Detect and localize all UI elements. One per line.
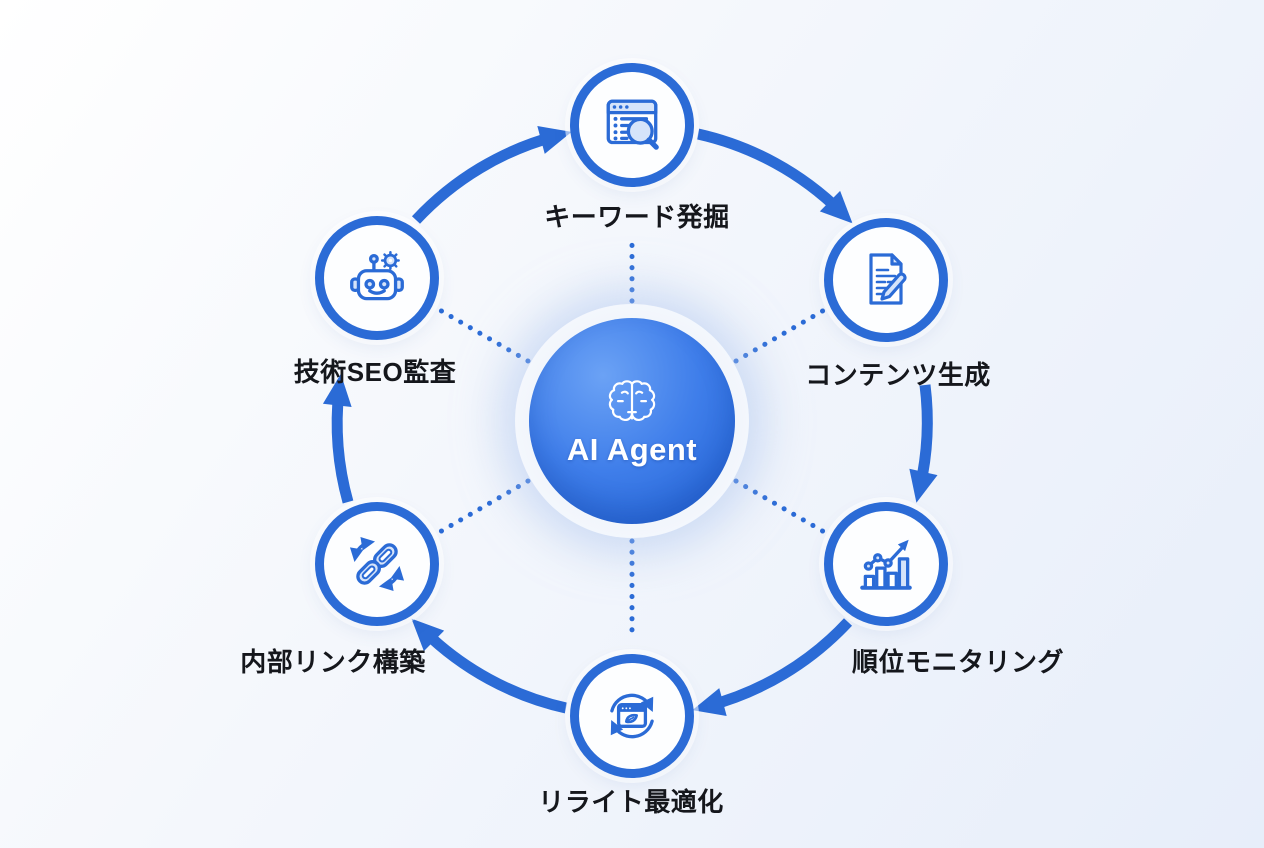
node-rewrite-optimization	[570, 654, 694, 778]
robot-icon	[350, 250, 404, 301]
hub-connector-top-right	[733, 306, 829, 364]
hub-connector-bottom-left	[435, 478, 531, 536]
hub-connector-bottom-right	[733, 478, 829, 536]
arrow-rewrite-to-links	[411, 618, 568, 714]
brain-icon	[608, 379, 656, 421]
step-label-keyword-discovery: キーワード発掘	[544, 202, 730, 232]
hub-label: AI Agent	[566, 431, 698, 467]
step-label-rank-monitoring: 順位モニタリング	[851, 647, 1065, 677]
arrow-links-to-audit	[322, 373, 354, 504]
step-label-internal-link-building: 内部リンク構築	[240, 647, 426, 677]
cycle-arrows	[322, 126, 938, 716]
node-keyword-discovery	[570, 63, 694, 187]
node-content-generation	[824, 218, 948, 342]
step-label-content-generation: コンテンツ生成	[805, 360, 991, 390]
node-technical-seo-audit	[315, 216, 439, 340]
document-pencil-icon	[869, 253, 907, 305]
chain-link-icon	[349, 536, 405, 592]
arrow-keyword-to-content	[696, 128, 853, 224]
step-label-technical-seo-audit: 技術SEO監査	[293, 357, 457, 387]
chart-growth-icon	[860, 539, 912, 590]
step-label-rewrite-optimization: リライト最適化	[538, 787, 724, 817]
arrow-content-to-rank	[909, 384, 938, 503]
browser-search-icon	[606, 99, 659, 150]
arrow-rank-to-rewrite	[692, 618, 853, 716]
arrow-audit-to-keyword	[411, 126, 572, 224]
node-internal-link-building	[315, 502, 439, 626]
refresh-browser-icon	[610, 693, 654, 739]
hub-connector-top-left	[435, 306, 531, 364]
hub-dotted-connectors	[435, 237, 829, 634]
ai-agent-hub: AI Agent	[529, 318, 735, 524]
node-rank-monitoring	[824, 502, 948, 626]
